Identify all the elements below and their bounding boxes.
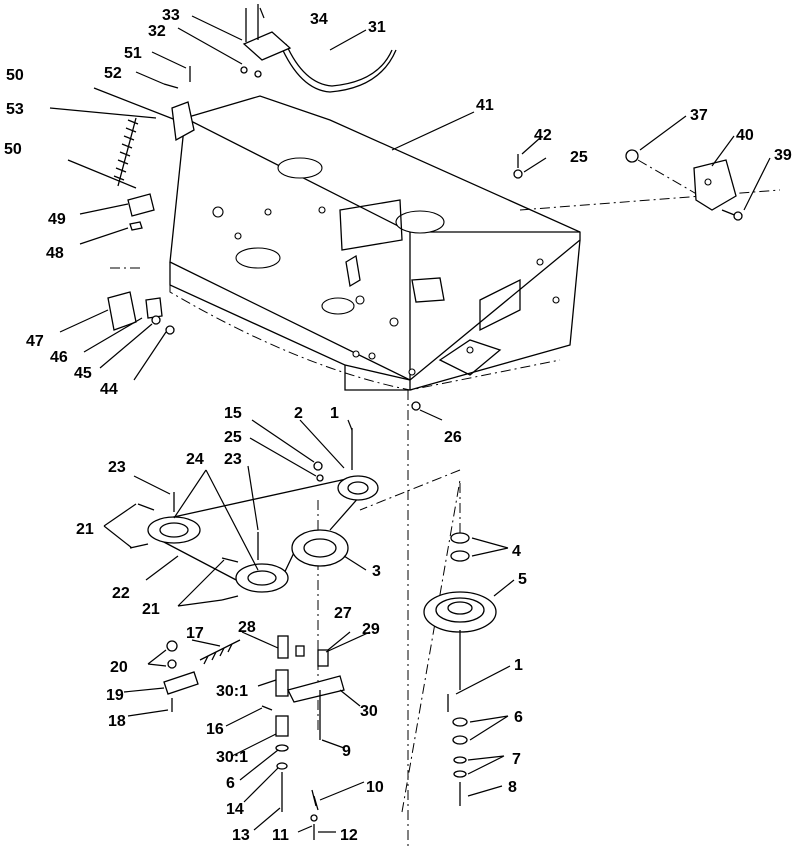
- belt-drive: [129, 428, 379, 601]
- callout-22: 22: [112, 585, 130, 602]
- callout-20: 20: [110, 659, 128, 676]
- callout-2: 2: [294, 405, 303, 422]
- callout-32: 32: [148, 23, 166, 40]
- callout-12: 12: [340, 827, 358, 844]
- callout-21-top: 21: [76, 521, 94, 538]
- callout-42: 42: [534, 127, 552, 144]
- callout-7: 7: [512, 751, 521, 768]
- callout-29: 29: [362, 621, 380, 638]
- callout-44: 44: [100, 381, 118, 398]
- callout-50-bottom: 50: [4, 141, 22, 158]
- callout-14: 14: [226, 801, 244, 818]
- callout-48: 48: [46, 245, 64, 262]
- callout-30-1-upper: 30:1: [216, 683, 248, 700]
- callout-23-mid: 23: [224, 451, 242, 468]
- frame-assembly: [110, 95, 581, 391]
- callout-50-top: 50: [6, 67, 24, 84]
- callout-8: 8: [508, 779, 517, 796]
- callout-11: 11: [272, 827, 289, 844]
- callout-17: 17: [186, 625, 204, 642]
- callout-30-1-lower: 30:1: [216, 749, 248, 766]
- callout-19: 19: [106, 687, 124, 704]
- callout-5: 5: [518, 571, 527, 588]
- callout-23-left: 23: [108, 459, 126, 476]
- callout-52: 52: [104, 65, 122, 82]
- assembly-lines: [317, 159, 781, 846]
- callout-10: 10: [366, 779, 384, 796]
- callout-1-bottom: 1: [514, 657, 523, 674]
- right-pulley-stack: [423, 532, 497, 806]
- callout-33: 33: [162, 7, 180, 24]
- callout-labels: 33 34 31 32 51 52 50 53 41 37 42 40 50 2…: [4, 7, 792, 844]
- callout-15: 15: [224, 405, 242, 422]
- callout-46: 46: [50, 349, 68, 366]
- top-hardware: [67, 4, 743, 411]
- callout-13: 13: [232, 827, 250, 844]
- callout-16: 16: [206, 721, 224, 738]
- callout-24: 24: [186, 451, 204, 468]
- callout-6-left: 6: [226, 775, 235, 792]
- callout-31: 31: [368, 19, 386, 36]
- callout-28: 28: [238, 619, 256, 636]
- callout-26: 26: [444, 429, 462, 446]
- spring-53: [113, 117, 139, 187]
- callout-21-bottom: 21: [142, 601, 160, 618]
- callout-51: 51: [124, 45, 142, 62]
- callout-41: 41: [476, 97, 494, 114]
- callout-45: 45: [74, 365, 92, 382]
- callout-1-top: 1: [330, 405, 339, 422]
- callout-37: 37: [690, 107, 708, 124]
- callout-40: 40: [736, 127, 754, 144]
- callout-47: 47: [26, 333, 44, 350]
- callout-34: 34: [310, 11, 328, 28]
- callout-25-top: 25: [570, 149, 588, 166]
- callout-39: 39: [774, 147, 792, 164]
- callout-27: 27: [334, 605, 352, 622]
- idler-arm-assembly: [163, 635, 345, 840]
- callout-4: 4: [512, 543, 521, 560]
- callout-30: 30: [360, 703, 378, 720]
- callout-25-mid: 25: [224, 429, 242, 446]
- callout-6-right: 6: [514, 709, 523, 726]
- callout-3: 3: [372, 563, 381, 580]
- callout-49: 49: [48, 211, 66, 228]
- callout-53: 53: [6, 101, 24, 118]
- callout-18: 18: [108, 713, 126, 730]
- callout-9: 9: [342, 743, 351, 760]
- leader-lines: [49, 7, 771, 833]
